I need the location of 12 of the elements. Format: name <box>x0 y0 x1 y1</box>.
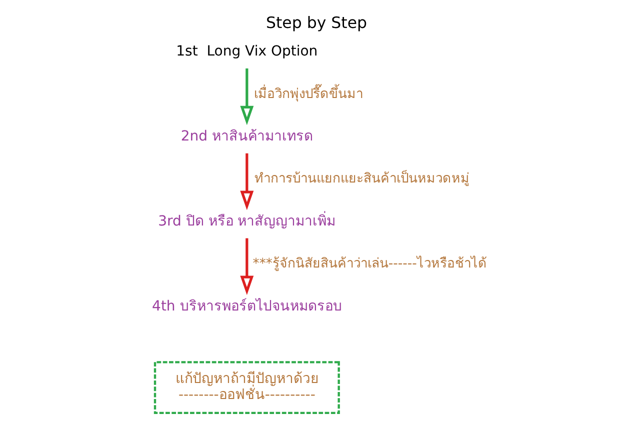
arrow <box>240 68 254 126</box>
node-text: 2nd หาสินค้ามาเทรด <box>180 128 313 145</box>
edge-label: ***รู้จักนิสัยสินค้าว่าเล่น------ไวหรือช้าได้ <box>252 256 487 272</box>
node-text: 3rd ปิด หรือ หาสัญญามาเพิ่ม <box>158 213 336 230</box>
diagram-title: Step by Step <box>266 13 368 32</box>
edge-label: ทำการบ้านแยกแยะสินค้าเป็นหมวดหมู่ <box>254 172 470 187</box>
arrow <box>240 153 254 210</box>
edge-label: เมื่อวิกพุ่งปรี๊ดขึ้นมา <box>254 86 364 102</box>
node-text: 1st Long Vix Option <box>176 44 318 60</box>
node-box: แก้ปัญหาถ้ามีปัญหาด้วย --------ออฟชั่น---------- <box>154 361 340 414</box>
arrow <box>240 238 254 295</box>
node-text: 4th บริหารพอร์ตไปจนหมดรอบ <box>152 298 342 314</box>
